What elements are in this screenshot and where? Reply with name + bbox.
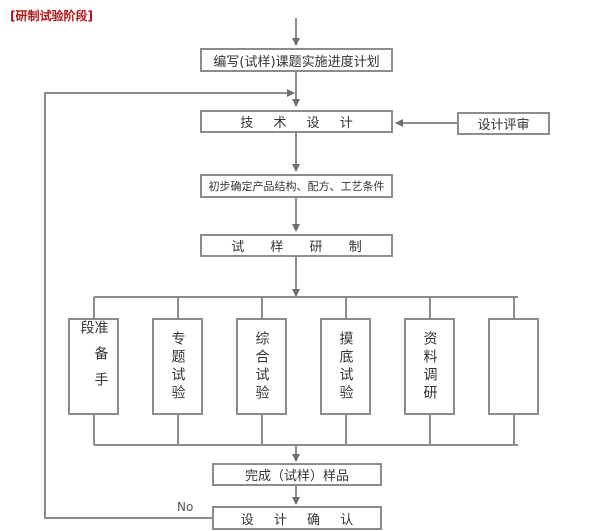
plan-box: 编写(试样)课题实施进度计划 [200, 48, 393, 72]
sample-completion-label: 完成（试样）样品 [244, 469, 349, 484]
trial-production-label: 试 样 研 制 [231, 240, 373, 255]
design-review-box: 设计评审 [457, 112, 550, 135]
sample-completion-box: 完成（试样）样品 [212, 463, 382, 486]
feedback-loop-line [44, 89, 295, 519]
design-confirmation-box: 设 计 确 认 [212, 506, 382, 530]
feedback-no-label: No [177, 500, 194, 514]
sub-step-label: 资料调研 [421, 330, 438, 403]
technical-design-box: 技 术 设 计 [200, 110, 393, 133]
sub-step-label: 摸底试验 [337, 330, 354, 403]
sub-step-special-test: 专题试验 [152, 318, 203, 415]
sub-step-label: 准备手段 [78, 320, 109, 398]
sub-step-label: 综合试验 [253, 330, 270, 403]
sub-step-research: 资料调研 [404, 318, 455, 415]
sub-step-data-survey [488, 318, 539, 415]
initial-determination-label: 初步确定产品结构、配方、工艺条件 [208, 180, 385, 193]
technical-design-label: 技 术 设 计 [240, 116, 361, 131]
trial-production-box: 试 样 研 制 [200, 234, 393, 257]
plan-box-label: 编写(试样)课题实施进度计划 [213, 54, 380, 70]
sub-step-baseline-test: 摸底试验 [320, 318, 371, 415]
design-confirmation-label: 设 计 确 认 [240, 512, 362, 528]
initial-determination-box: 初步确定产品结构、配方、工艺条件 [200, 174, 393, 198]
sub-step-preparation: 准备手段 [68, 318, 119, 415]
design-review-label: 设计评审 [477, 118, 530, 133]
sub-step-comprehensive-test: 综合试验 [236, 318, 287, 415]
section-title: [研制试验阶段] [10, 9, 93, 23]
sub-step-label: 专题试验 [169, 330, 186, 403]
